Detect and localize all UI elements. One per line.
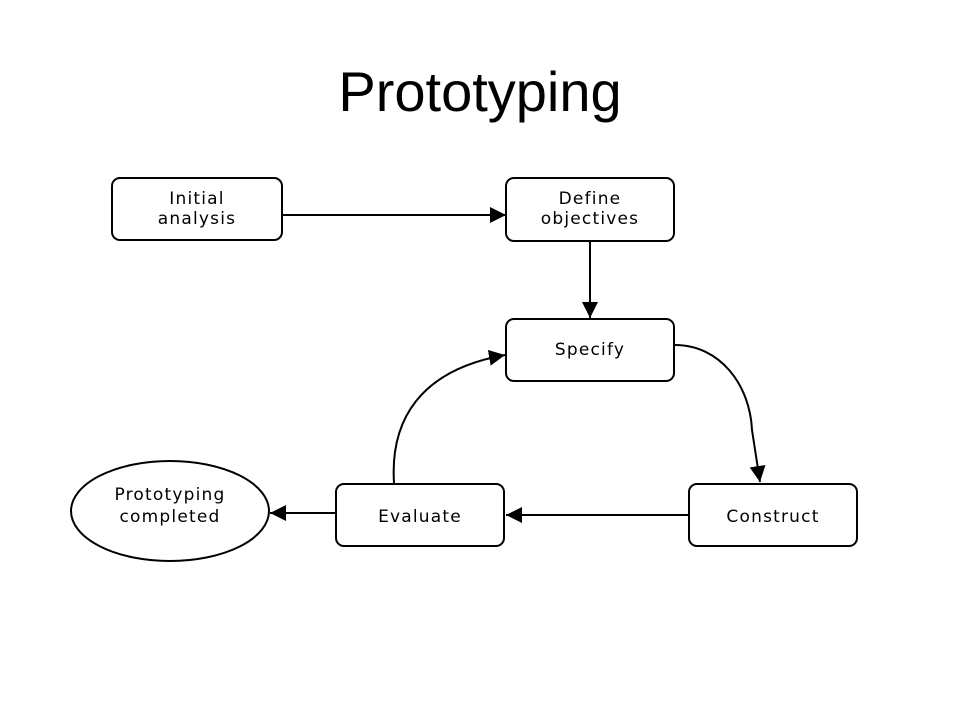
node-construct-label: Construct — [726, 507, 819, 527]
node-prototyping-completed: Prototyping completed — [70, 460, 270, 562]
node-initial-analysis-label-line-1: Initial — [169, 189, 224, 209]
node-evaluate-label: Evaluate — [378, 507, 462, 527]
node-specify-label: Specify — [555, 340, 625, 360]
node-prototyping-completed-label-line-1: Prototyping — [114, 485, 225, 505]
node-define-objectives: Define objectives — [505, 177, 675, 242]
edges — [270, 207, 766, 523]
node-define-objectives-label-line-2: objectives — [541, 209, 640, 229]
node-evaluate: Evaluate — [335, 483, 505, 547]
node-initial-analysis: Initial analysis — [111, 177, 283, 241]
node-specify: Specify — [505, 318, 675, 382]
node-prototyping-completed-label-line-2: completed — [120, 507, 221, 527]
edge-specify-to-construct — [674, 344, 766, 483]
node-define-objectives-label-line-1: Define — [559, 189, 622, 209]
edge-evaluate-to-specify — [392, 349, 506, 484]
node-construct: Construct — [688, 483, 858, 547]
node-initial-analysis-label-line-2: analysis — [158, 209, 236, 229]
page-title: Prototyping — [338, 60, 622, 123]
